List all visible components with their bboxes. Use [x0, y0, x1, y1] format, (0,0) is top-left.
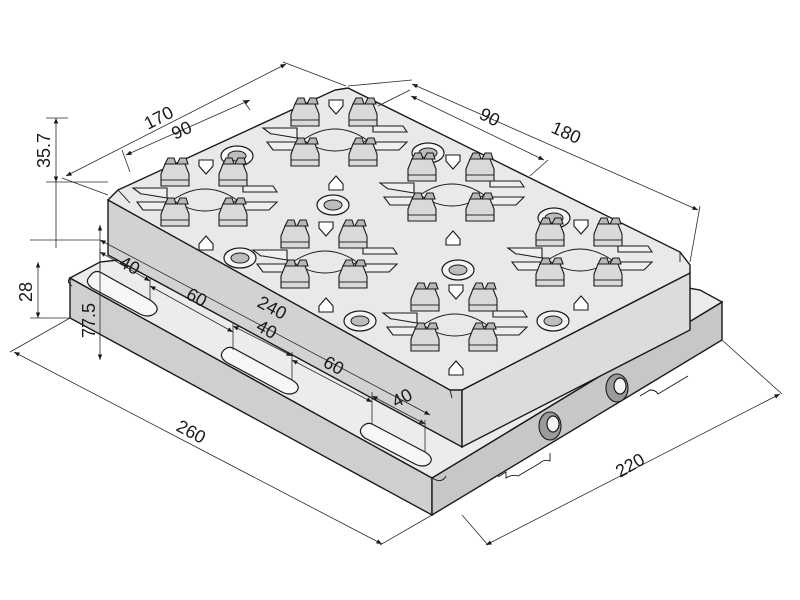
dim-label-28: 28 [16, 282, 36, 302]
dim-label-260: 260 [173, 416, 209, 448]
chuck-jaw-top-right [218, 163, 248, 187]
chuck-jaw-bottom-left [280, 265, 310, 289]
marker-triangle-up [328, 175, 344, 191]
chuck-jaw-bottom-right [348, 143, 378, 167]
chuck-jaw-top-left [280, 225, 310, 249]
chuck-arm-right-up [489, 180, 526, 188]
chuck-arm-right-up [492, 310, 529, 318]
chuck-jaw-top-right [593, 223, 623, 247]
chuck-jaw-top-left [407, 158, 437, 182]
chuck-jaw-bottom-left [535, 263, 565, 287]
chuck-arm-left [131, 187, 168, 199]
chuck-arm-right-up [242, 185, 279, 193]
hole-7 [343, 310, 377, 332]
chuck-jaw-bottom-left [407, 198, 437, 222]
marker-triangle-down [328, 99, 344, 115]
dim-line-220 [485, 393, 781, 546]
chuck-jaw-bottom-right [465, 198, 495, 222]
dim-label-35-7: 35.7 [34, 133, 54, 168]
hole-8 [536, 310, 570, 332]
chuck-jaw-top-right [348, 103, 378, 127]
marker-triangle-up [445, 230, 461, 246]
dim-line-40-b [232, 325, 293, 357]
dim-line-90-left [125, 99, 251, 156]
hole-3 [316, 194, 350, 216]
chuck-jaw-bottom-right [218, 203, 248, 227]
dim-label-220: 220 [612, 449, 648, 481]
dim-label-90-right: 90 [476, 104, 503, 131]
dim-line-260 [13, 351, 383, 545]
dim-line-180 [411, 83, 699, 211]
chuck-arm-right-up [372, 125, 409, 133]
chuck-jaw-bottom-right [468, 328, 498, 352]
dim-label-77-5: 77.5 [79, 303, 99, 338]
chuck-jaw-top-left [160, 163, 190, 187]
chuck-jaw-top-right [338, 225, 368, 249]
marker-triangle-down [573, 219, 589, 235]
chuck-arm-right-up [617, 245, 654, 253]
chuck-arm-right-up [362, 247, 399, 255]
marker-triangle-up [448, 360, 464, 376]
chuck-jaw-top-left [290, 103, 320, 127]
chuck-arm-left [506, 247, 543, 259]
dimension-lines [9, 61, 783, 546]
hole-5 [223, 247, 257, 269]
marker-triangle-down [318, 221, 334, 237]
marker-triangle-down [448, 284, 464, 300]
chuck-arm-left [378, 182, 415, 194]
chuck-jaw-bottom-left [160, 203, 190, 227]
chuck-jaw-bottom-left [290, 143, 320, 167]
chuck-jaw-top-right [465, 158, 495, 182]
dim-label-180: 180 [548, 117, 584, 147]
chuck-jaw-bottom-left [410, 328, 440, 352]
marker-triangle-up [573, 295, 589, 311]
chuck-cluster-5 [506, 217, 654, 311]
chuck-jaw-bottom-right [593, 263, 623, 287]
chuck-jaw-top-left [410, 288, 440, 312]
chuck-jaw-bottom-right [338, 265, 368, 289]
dim-line-60-a [149, 285, 234, 333]
hole-6 [441, 259, 475, 281]
chuck-cluster-1 [261, 97, 409, 191]
chuck-jaw-top-left [535, 223, 565, 247]
chuck-jaw-top-right [468, 288, 498, 312]
